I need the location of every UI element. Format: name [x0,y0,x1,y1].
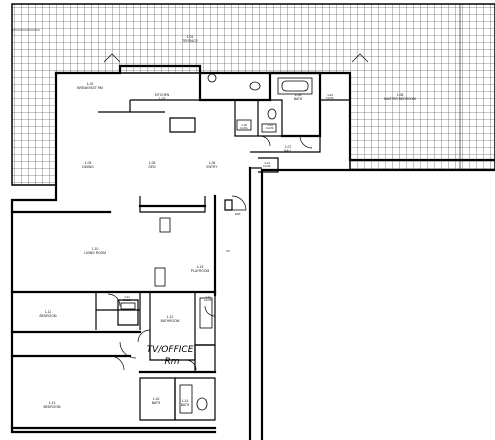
doors [103,53,369,371]
annotation-line-2: Rm [164,357,179,367]
exterior-walls [10,64,495,440]
annotation-line-1: TV/OFFICE [147,345,194,355]
terrace-area [11,3,495,186]
interior-walls [10,71,350,430]
fixtures [120,73,313,414]
label-ent: ENT. [235,212,241,216]
label-up: UP [226,249,230,253]
